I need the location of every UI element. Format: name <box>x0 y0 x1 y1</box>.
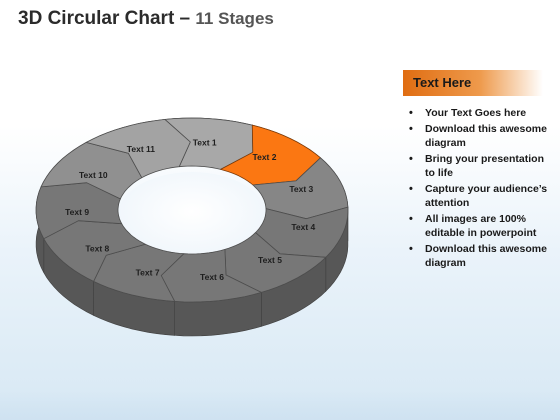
bullet-text: Capture your audience’s attention <box>425 182 548 210</box>
segment-label: Text 6 <box>200 272 224 282</box>
segment-label: Text 7 <box>136 268 160 278</box>
bullet-text: All images are 100% editable in powerpoi… <box>425 212 537 240</box>
floor-shadow <box>0 390 560 420</box>
segment-label: Text 3 <box>289 184 313 194</box>
bullet-item: • Download this awesome diagram <box>406 242 556 271</box>
bullet-item: • Capture your audience’s attention <box>406 182 556 211</box>
segment-label: Text 2 <box>253 152 277 162</box>
ring-segment <box>85 119 191 179</box>
bullet-list: • Your Text Goes here • Download this awes… <box>406 106 556 272</box>
bullet-text: Your Text Goes here <box>425 107 527 119</box>
segment-label: Text 9 <box>65 207 89 217</box>
panel-header-text: Text Here <box>413 75 472 90</box>
title-dash: – <box>174 8 196 29</box>
ring-hole <box>118 172 266 260</box>
slide-title: 3D Circular Chart – 11 Stages <box>18 8 274 30</box>
bullet-dot-icon: • <box>409 212 413 225</box>
bullet-text: Download this awesome diagram <box>425 122 547 150</box>
segment-label: Text 4 <box>291 222 315 232</box>
bullet-dot-icon: • <box>409 242 413 255</box>
ring-top-face <box>35 117 349 303</box>
ring-labels: Text 1 Text 2 Text 3 Text 4 Text 5 Text 6 Text… <box>65 137 315 282</box>
segment-label: Text 8 <box>85 244 109 254</box>
segment-label: Text 11 <box>127 144 155 154</box>
bullet-dot-icon: • <box>409 152 413 165</box>
bullet-dot-icon: • <box>409 182 413 195</box>
bullet-item: • Download this awesome diagram <box>406 122 556 151</box>
bullet-item: • Bring your presentation to life <box>406 152 556 181</box>
bullet-dot-icon: • <box>409 122 413 135</box>
title-main: 3D Circular Chart <box>18 8 175 29</box>
segment-label: Text 5 <box>258 255 282 265</box>
segment-label: Text 1 <box>193 137 217 147</box>
bullet-item: • Your Text Goes here <box>406 106 556 121</box>
bullet-dot-icon: • <box>409 107 413 119</box>
bullet-item: • All images are 100% editable in powerpo… <box>406 212 556 241</box>
panel-header: Text Here <box>403 70 543 96</box>
title-subtitle: 11 Stages <box>195 9 274 28</box>
segment-label: Text 10 <box>79 170 108 180</box>
bullet-text: Bring your presentation to life <box>425 152 545 180</box>
bullet-text: Download this awesome diagram <box>425 242 547 270</box>
